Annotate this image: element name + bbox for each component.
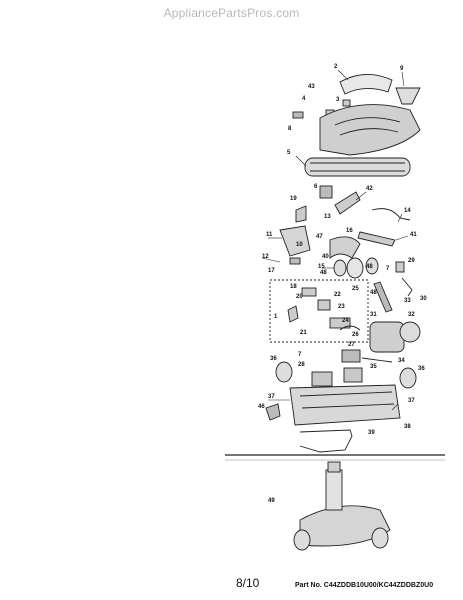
callout-6: 6 xyxy=(314,184,318,190)
neck-part xyxy=(279,225,311,257)
callout-38: 38 xyxy=(404,424,411,430)
callout-16: 16 xyxy=(346,228,353,234)
callout-22: 22 xyxy=(334,292,341,298)
callout-21: 21 xyxy=(300,330,307,336)
cover-part xyxy=(339,74,393,95)
watermark-text: AppliancePartsPros.com xyxy=(163,6,300,20)
wheel-part xyxy=(333,259,347,277)
callout-40: 40 xyxy=(322,254,329,260)
cup-part xyxy=(395,87,421,105)
callout-48c: 48 xyxy=(370,290,377,296)
pulley-part xyxy=(319,185,333,199)
part-number: Part No. C44ZDDB10U00/KC44ZDDBZ0U0 xyxy=(295,582,434,589)
callout-48b: 48 xyxy=(366,264,373,270)
callout-2: 2 xyxy=(334,64,338,70)
callout-26: 26 xyxy=(352,332,359,338)
callout-43: 43 xyxy=(308,84,315,90)
callout-11: 11 xyxy=(266,232,273,238)
page-number: 8/10 xyxy=(236,576,260,590)
latch-part xyxy=(292,111,304,119)
callout-17: 17 xyxy=(268,268,275,274)
callout-33: 33 xyxy=(404,298,411,304)
brushroll-part xyxy=(304,157,411,177)
callout-5: 5 xyxy=(287,150,291,156)
callout-39: 39 xyxy=(368,430,375,436)
hood-part xyxy=(319,104,421,156)
callout-30: 30 xyxy=(420,296,427,302)
motor-part xyxy=(369,321,405,353)
callout-42: 42 xyxy=(366,186,373,192)
callout-15: 15 xyxy=(318,264,325,270)
belt-part xyxy=(373,281,393,313)
callout-23: 23 xyxy=(338,304,345,310)
callout-36a: 36 xyxy=(270,356,277,362)
callout-27: 27 xyxy=(348,342,355,348)
clip-part xyxy=(342,99,351,107)
callout-4: 4 xyxy=(302,96,306,102)
callout-8: 8 xyxy=(288,126,292,132)
callout-36b: 36 xyxy=(418,366,425,372)
callout-47: 47 xyxy=(316,234,323,240)
callout-32: 32 xyxy=(408,312,415,318)
callout-20: 20 xyxy=(296,294,303,300)
callout-24: 24 xyxy=(342,318,349,324)
callout-13: 13 xyxy=(324,214,331,220)
callout-14: 14 xyxy=(404,208,411,214)
dashed-group-box xyxy=(269,279,369,343)
callout-9: 9 xyxy=(400,66,404,72)
callout-37b: 37 xyxy=(408,398,415,404)
hose-part xyxy=(329,236,361,259)
callout-35: 35 xyxy=(370,364,377,370)
callout-31: 31 xyxy=(370,312,377,318)
arm-part xyxy=(334,191,361,215)
callout-3: 3 xyxy=(336,97,340,103)
callout-41: 41 xyxy=(410,232,417,238)
callout-37a: 37 xyxy=(268,394,275,400)
callout-29: 29 xyxy=(408,258,415,264)
callout-28: 28 xyxy=(298,362,305,368)
callout-48a: 48 xyxy=(320,270,327,276)
callout-46: 46 xyxy=(258,404,265,410)
callout-19: 19 xyxy=(290,196,297,202)
callout-12: 12 xyxy=(262,254,269,260)
callout-18: 18 xyxy=(290,284,297,290)
callout-7a: 7 xyxy=(386,266,390,272)
callout-25: 25 xyxy=(352,286,359,292)
callout-34: 34 xyxy=(398,358,405,364)
callout-10: 10 xyxy=(296,242,303,248)
callout-1: 1 xyxy=(274,314,278,320)
wand-part xyxy=(299,429,353,453)
base-part xyxy=(289,384,401,426)
callout-7b: 7 xyxy=(298,352,302,358)
callout-49: 49 xyxy=(268,498,275,504)
